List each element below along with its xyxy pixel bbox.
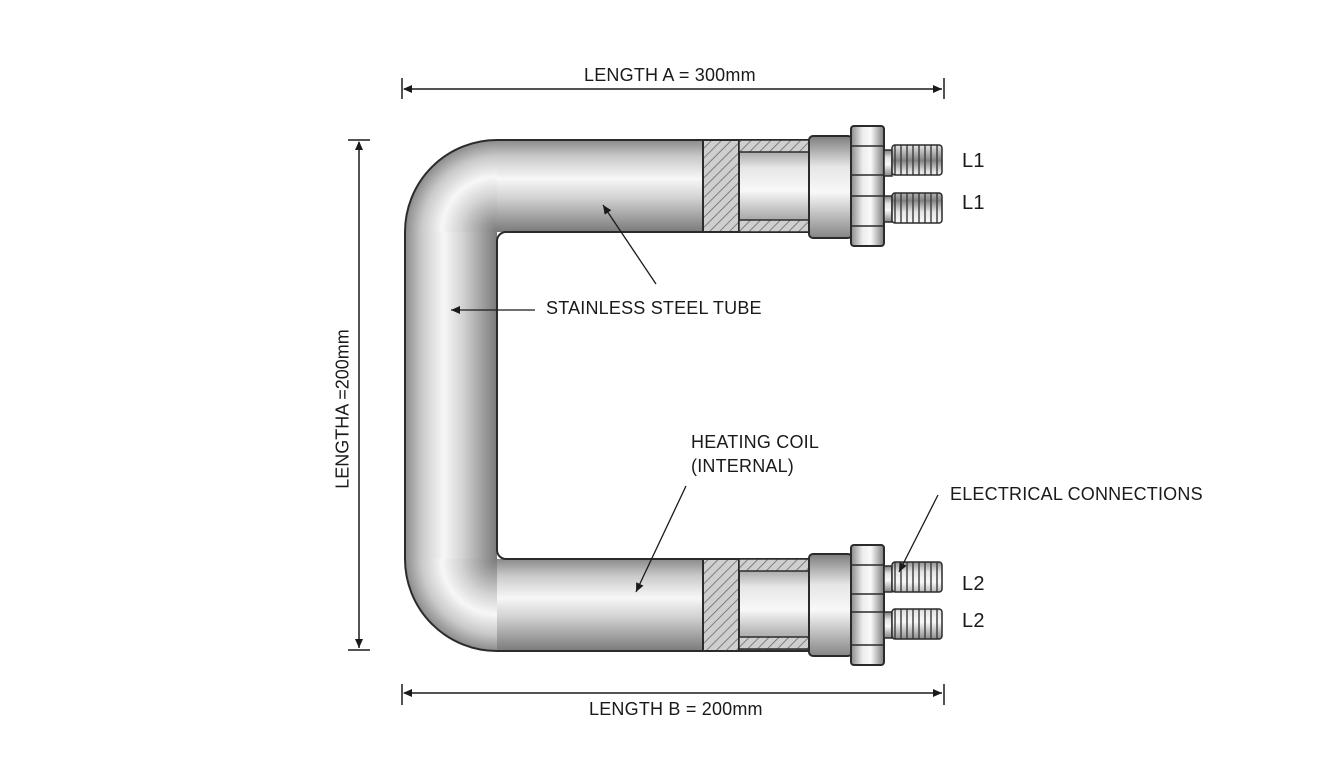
top-terminal-stud-2 (891, 192, 943, 224)
top-fitting-assembly (702, 125, 943, 247)
tube-outline (404, 139, 705, 652)
heating-coil-label-line2: (INTERNAL) (691, 456, 795, 476)
leader-electrical (898, 494, 939, 573)
tube-bottom-segment (497, 559, 705, 651)
top-hex-nut (850, 125, 885, 247)
tube-left-segment (405, 232, 497, 559)
stainless-steel-tube-label: STAINLESS STEEL TUBE (546, 298, 762, 318)
terminal-label-bottom-1: L2 (962, 573, 985, 595)
top-fitting-body (808, 135, 853, 239)
bottom-hatched-collar (702, 558, 740, 652)
tube-bottom-bend (405, 559, 497, 651)
top-terminal-stud-1 (891, 144, 943, 176)
bottom-fitting-assembly (702, 544, 943, 666)
length-a-top-label: LENGTH A = 300mm (584, 65, 756, 85)
tube-top-bend (405, 140, 497, 232)
bottom-terminal-stud-1 (891, 561, 943, 593)
length-b-bottom-label: LENGTH B = 200mm (589, 699, 763, 719)
bottom-hex-nut (850, 544, 885, 666)
stainless-steel-tube (404, 139, 705, 652)
electrical-connections-label: ELECTRICAL CONNECTIONS (950, 484, 1203, 504)
length-a-side-label: LENGTHA =200mm (332, 329, 353, 489)
leader-tube-top (602, 204, 657, 285)
bottom-terminal-stud-2 (891, 608, 943, 640)
heating-coil-label-line1: HEATING COIL (691, 432, 820, 452)
leader-lines (451, 204, 939, 593)
dimension-left (348, 139, 370, 651)
terminal-label-top-2: L1 (962, 192, 985, 214)
tube-top-segment (497, 140, 705, 232)
bottom-fitting-body (808, 553, 853, 657)
leader-heating-coil (635, 485, 687, 593)
dimension-bottom (401, 684, 945, 705)
top-hatched-collar (702, 139, 740, 233)
terminal-label-top-1: L1 (962, 150, 985, 172)
terminal-label-bottom-2: L2 (962, 610, 985, 632)
top-sleeve (738, 139, 810, 233)
bottom-sleeve (738, 558, 810, 652)
dimension-top (401, 78, 945, 99)
